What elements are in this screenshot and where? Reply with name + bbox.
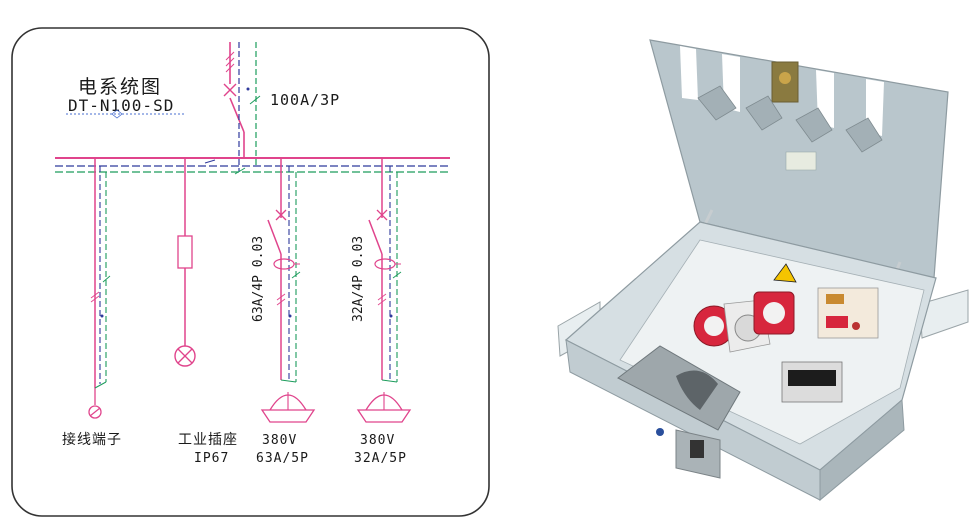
- voltage-63a-label: 380V: [262, 433, 297, 448]
- schematic-frame: [11, 27, 490, 517]
- socket-63a-icon: [260, 409, 316, 423]
- diagram-title: 电系统图: [78, 76, 162, 98]
- voltage-32a-label: 380V: [360, 433, 395, 448]
- model-marker: [111, 109, 123, 119]
- branch-lamp: [174, 158, 196, 367]
- terminal-label: 接线端子: [62, 431, 122, 448]
- lamp-icon: [174, 345, 196, 367]
- branch-terminal: [88, 158, 111, 419]
- diagram-model: DT-N100-SD: [68, 96, 174, 115]
- main-feeder: [223, 42, 261, 172]
- rating-32a-label: 32A/5P: [354, 451, 407, 466]
- branch-32a: [356, 158, 412, 423]
- breaker-32a-label: 32A/4P 0.03: [351, 236, 366, 322]
- socket-ip-label: IP67: [194, 451, 229, 466]
- floor-box-photo: [557, 39, 969, 502]
- socket-32a-icon: [356, 409, 412, 423]
- terminal-icon: [88, 405, 102, 419]
- branch-63a: [260, 158, 316, 423]
- main-breaker-label: 100A/3P: [270, 91, 340, 109]
- breaker-63a-label: 63A/4P 0.03: [251, 236, 266, 322]
- busbars: [55, 157, 450, 175]
- rating-63a-label: 63A/5P: [256, 451, 309, 466]
- socket-label: 工业插座: [178, 432, 238, 448]
